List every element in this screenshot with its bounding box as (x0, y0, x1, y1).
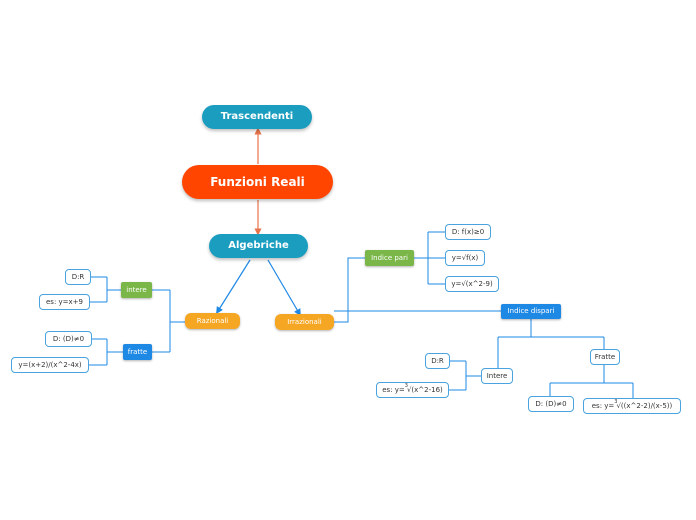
node-indice-pari[interactable]: Indice pari (365, 250, 414, 266)
node-algebriche-label: Algebriche (228, 240, 289, 251)
link-pari-leaves (414, 231, 445, 285)
node-trascendenti-label: Trascendenti (220, 111, 294, 122)
node-fratte-razionali[interactable]: fratte (123, 344, 152, 360)
leaf-pari-es2-label: y=√(x^2-9) (451, 279, 493, 288)
node-trascendenti[interactable]: Trascendenti (202, 105, 312, 129)
link-dispari-fratte-leaves (549, 365, 634, 398)
leaf-pari-d-label: D: f(x)≥0 (451, 227, 485, 236)
node-algebriche[interactable]: Algebriche (209, 234, 308, 258)
leaf-es-dispari-fratte[interactable]: es: y=3√((x^2-2)/(x-5)) (583, 398, 681, 414)
node-fratte-dispari-label: Fratte (594, 352, 616, 361)
cube-root-index: 3 (614, 398, 618, 405)
leaf-dr-intere[interactable]: D:R (65, 269, 91, 285)
leaf-es-intere[interactable]: es: y=x+9 (39, 294, 90, 310)
link-dispari-intere-leaves (449, 360, 481, 391)
link-irrazionali-branches (334, 257, 501, 323)
link-dispari-branches (481, 318, 605, 377)
leaf-d-fratte[interactable]: D: (D)≠0 (45, 331, 92, 347)
leaf-dr-dispari[interactable]: D:R (425, 353, 450, 369)
leaf-dr-intere-label: D:R (71, 272, 85, 281)
node-indice-dispari[interactable]: Indice dispari (501, 304, 561, 319)
cube-root-index: 3 (404, 382, 408, 389)
leaf-es-dispari-intere-pre: es: y= (382, 385, 405, 394)
link-intere-leaves (90, 276, 121, 303)
arrow-algebriche-razionali (216, 259, 251, 315)
leaf-d-dispari-fratte-label: D: (D)≠0 (535, 399, 567, 408)
node-indice-pari-label: Indice pari (371, 253, 408, 262)
node-root-label: Funzioni Reali (210, 175, 305, 189)
leaf-pari-es1[interactable]: y=√f(x) (445, 250, 485, 266)
leaf-es-fratte-label: y=(x+2)/(x^2-4x) (18, 360, 82, 369)
leaf-es-dispari-fratte-pre: es: y= (591, 401, 615, 410)
node-razionali-label: Razionali (196, 316, 229, 325)
leaf-pari-es1-label: y=√f(x) (451, 253, 479, 262)
leaf-es-dispari-intere-post: √(x^2-16) (406, 385, 443, 394)
node-intere-dispari-label: Intere (486, 371, 508, 380)
node-intere-dispari[interactable]: Intere (481, 368, 513, 384)
leaf-d-dispari-fratte[interactable]: D: (D)≠0 (528, 396, 574, 412)
arrow-algebriche-irrazionali (267, 259, 301, 317)
node-razionali[interactable]: Razionali (185, 313, 240, 329)
node-root[interactable]: Funzioni Reali (182, 165, 333, 199)
leaf-es-intere-label: es: y=x+9 (45, 297, 83, 306)
node-fratte-razionali-label: fratte (127, 347, 148, 356)
link-razionali-branches (151, 289, 185, 353)
leaf-d-fratte-label: D: (D)≠0 (52, 334, 85, 343)
node-intere-razionali-label: intere (126, 285, 147, 294)
node-indice-dispari-label: Indice dispari (507, 307, 555, 315)
leaf-es-fratte[interactable]: y=(x+2)/(x^2-4x) (11, 357, 89, 373)
cube-root-symbol: 3 (614, 398, 618, 410)
node-fratte-dispari[interactable]: Fratte (590, 349, 620, 365)
leaf-es-dispari-fratte-post: √((x^2-2)/(x-5)) (616, 401, 673, 410)
cube-root-symbol: 3 (404, 382, 408, 394)
node-irrazionali-label: Irrazionali (287, 317, 322, 326)
leaf-pari-d[interactable]: D: f(x)≥0 (445, 224, 491, 240)
leaf-es-dispari-intere[interactable]: es: y=3√(x^2-16) (376, 382, 449, 398)
link-fratte-leaves (89, 338, 123, 366)
leaf-dr-dispari-label: D:R (431, 356, 444, 365)
node-irrazionali[interactable]: Irrazionali (275, 314, 334, 330)
leaf-pari-es2[interactable]: y=√(x^2-9) (445, 276, 499, 292)
node-intere-razionali[interactable]: intere (121, 282, 152, 298)
